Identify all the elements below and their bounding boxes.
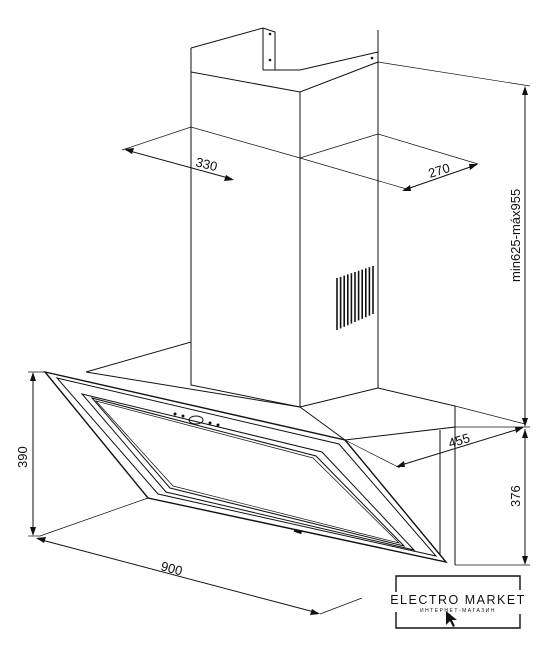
- arrow: [522, 429, 528, 438]
- top-plate-edge: [299, 406, 346, 441]
- ext-line: [377, 61, 531, 87]
- control-button-dot: [173, 412, 177, 416]
- logo-frame-bottom: [395, 612, 521, 629]
- arrow: [36, 537, 46, 543]
- dim-label-chimney-depth: 270: [426, 160, 451, 181]
- ext-line: [377, 133, 479, 165]
- dim-label-hood-depth: 455: [446, 430, 471, 451]
- glass-inner-frame-line: [94, 400, 401, 544]
- arrow: [30, 527, 36, 536]
- cursor-icon: [446, 611, 457, 627]
- control-button-dot: [208, 421, 212, 425]
- height-dimensions: min625-máx955 376: [377, 61, 531, 566]
- dim-line-455: [397, 427, 523, 467]
- ext-line: [190, 126, 301, 159]
- ext-line: [121, 126, 192, 151]
- dim-label-body-height: 376: [508, 485, 523, 507]
- logo-frame-top: [395, 575, 521, 592]
- control-display: [188, 415, 204, 425]
- width-dimension: 900: [36, 497, 363, 615]
- control-button-dot: [181, 414, 185, 418]
- logo-tagline: ИНТЕРНЕТ-МАГАЗИН: [420, 608, 496, 614]
- glass-inner-frame-inner: [90, 397, 406, 547]
- ext-line: [299, 157, 411, 191]
- ext-line: [454, 405, 526, 425]
- outer-duct-top-face: [299, 51, 379, 71]
- glass-panel: [43, 370, 448, 564]
- screw-dot: [268, 58, 272, 62]
- dim-label-hood-width: 900: [159, 558, 184, 578]
- arrow: [402, 185, 411, 191]
- dim-line-900: [37, 538, 319, 614]
- chimney-front-face: [190, 72, 301, 408]
- glass-height-dimension: 390: [15, 371, 45, 537]
- vent-grill: [336, 266, 374, 330]
- dim-line-270: [403, 164, 477, 191]
- arrow: [396, 461, 405, 467]
- control-panel: [173, 412, 220, 427]
- arrow: [124, 148, 134, 154]
- light-indicator: [293, 528, 303, 535]
- hood-body: [43, 341, 456, 565]
- glass-panel-border: [55, 377, 438, 557]
- outer-duct-top: [190, 30, 379, 93]
- chimney: [190, 27, 379, 408]
- chimney-dimensions: 330 270: [121, 126, 479, 191]
- glass-inner-frame-outer: [80, 393, 416, 551]
- arrow: [522, 86, 528, 95]
- screw-dot: [268, 32, 272, 36]
- arrow: [515, 427, 524, 433]
- depth-dimension: 455: [344, 405, 526, 469]
- electro-market-logo: ELECTRO MARKET ИНТЕРНЕТ-МАГАЗИН: [390, 575, 526, 629]
- dim-line-330: [125, 149, 233, 180]
- dim-label-chimney-width: 330: [194, 154, 219, 174]
- chimney-side-face: [299, 62, 379, 408]
- ext-line: [39, 497, 149, 537]
- arrow: [469, 164, 478, 170]
- arrow: [310, 609, 320, 615]
- top-plate-back: [85, 341, 192, 385]
- ext-line: [319, 597, 363, 615]
- dim-label-glass-height: 390: [15, 446, 30, 468]
- ext-line: [344, 439, 401, 469]
- arrow: [224, 175, 234, 181]
- arrow: [522, 418, 528, 427]
- logo-name: ELECTRO MARKET: [390, 593, 526, 607]
- screw-dot: [370, 56, 374, 60]
- arrow: [30, 372, 36, 381]
- ext-line: [299, 133, 379, 159]
- top-plate-right: [344, 387, 456, 441]
- upper-duct-top: [190, 27, 276, 70]
- top-plate-edge: [85, 371, 301, 408]
- arrow: [522, 556, 528, 565]
- dim-label-total-height: min625-máx955: [508, 189, 523, 282]
- control-button-dot: [216, 423, 220, 427]
